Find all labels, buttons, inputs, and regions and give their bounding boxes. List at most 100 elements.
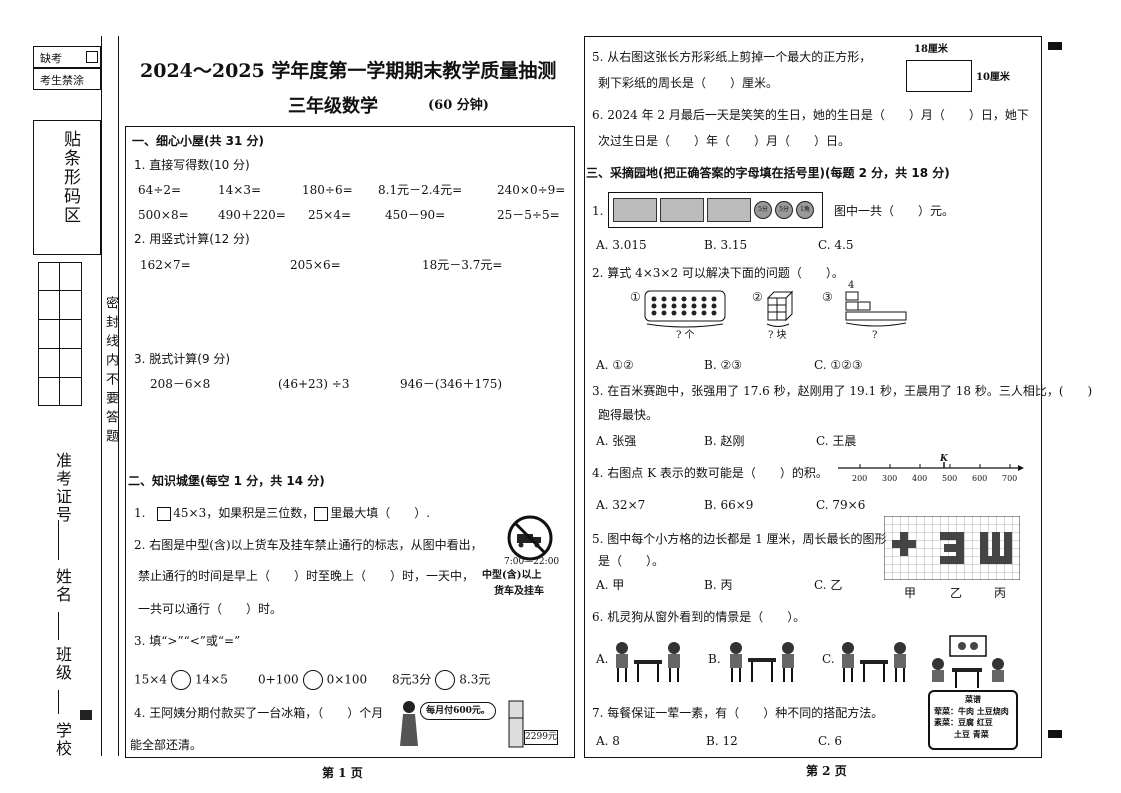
compare-circle[interactable] bbox=[302, 670, 323, 690]
no-smear-label: 考生禁涂 bbox=[40, 74, 84, 87]
woman-icon bbox=[400, 701, 418, 746]
option[interactable]: B. 3.15 bbox=[704, 238, 748, 252]
sec2-q2-l2: 禁止通行的时间是早上（ ）时至晚上（ ）时，一天中， bbox=[138, 569, 475, 583]
registration-mark bbox=[1048, 730, 1062, 738]
seal-notice: 密封线内不要答题 bbox=[103, 296, 118, 448]
name-label: 姓名 bbox=[53, 568, 72, 604]
option[interactable]: B. 丙 bbox=[704, 578, 733, 592]
page-subtitle: 三年级数学 bbox=[288, 96, 378, 117]
scene-a-icon bbox=[616, 642, 680, 682]
option[interactable]: A. ①② bbox=[596, 358, 634, 372]
vertical-calc: 162×7= bbox=[140, 258, 191, 272]
right-page-frame bbox=[584, 36, 1042, 758]
square-grid-figure bbox=[884, 516, 1020, 580]
option[interactable]: B. bbox=[708, 652, 721, 666]
option[interactable]: B. ②③ bbox=[704, 358, 742, 372]
class-line bbox=[58, 690, 59, 714]
k-label: K bbox=[940, 454, 948, 464]
name-line bbox=[58, 612, 59, 640]
menu-line: 素菜：豆腐 红豆 bbox=[934, 717, 993, 728]
price-tag: 2299元 bbox=[524, 730, 558, 745]
tick-label: 500 bbox=[942, 474, 958, 483]
calc-item: 450－90= bbox=[385, 208, 446, 222]
money-strip: 5分 5分 1角 bbox=[608, 192, 823, 228]
option[interactable]: B. 66×9 bbox=[704, 498, 754, 512]
paper-rectangle bbox=[906, 60, 972, 92]
option[interactable]: A. 8 bbox=[596, 734, 620, 748]
sec3-q5-l2: 是（ ）。 bbox=[598, 554, 665, 568]
sec3-q2: 2. 算式 4×3×2 可以解决下面的问题（ ）。 bbox=[592, 266, 844, 280]
duration: (60 分钟) bbox=[428, 98, 489, 113]
q2-mark: ② bbox=[752, 290, 763, 304]
step-calc: (46+23) ÷3 bbox=[278, 377, 350, 391]
option[interactable]: B. 赵刚 bbox=[704, 434, 745, 448]
black-marker bbox=[80, 710, 92, 720]
dot-grid-icon bbox=[644, 290, 726, 328]
registration-mark bbox=[1048, 42, 1062, 50]
q2-caption: ? 个 bbox=[676, 330, 695, 341]
option[interactable]: A. 甲 bbox=[596, 578, 625, 592]
calc-item: 500×8= bbox=[138, 208, 189, 222]
calc-item: 8.1元－2.4元= bbox=[378, 183, 463, 197]
sec2-title: 二、知识城堡(每空 1 分，共 14 分) bbox=[128, 474, 325, 488]
option[interactable]: C. ①②③ bbox=[814, 358, 863, 372]
sec2-q4-l2: 能全部还清。 bbox=[130, 738, 203, 752]
coin-icon: 1角 bbox=[796, 201, 814, 219]
class-label: 班级 bbox=[53, 646, 72, 682]
vertical-calc: 205×6= bbox=[290, 258, 341, 272]
scene-c-icon bbox=[842, 642, 906, 682]
grid-lines bbox=[38, 262, 82, 406]
sec2-q6-l1: 6. 2024 年 2 月最后一天是笑笑的生日，她的生日是（ ）月（ ）日，她下 bbox=[592, 108, 1029, 122]
option[interactable]: A. 32×7 bbox=[596, 498, 646, 512]
tick-label: 300 bbox=[882, 474, 898, 483]
figure-label: 丙 bbox=[994, 586, 1007, 600]
sec2-q5-l2: 剩下彩纸的周长是（ ）厘米。 bbox=[598, 76, 779, 90]
absent-box: 缺考 bbox=[33, 46, 101, 68]
option[interactable]: A. 3.015 bbox=[596, 238, 647, 252]
banknote-icon bbox=[707, 198, 751, 222]
coin-icon: 5分 bbox=[775, 201, 793, 219]
barcode-box bbox=[33, 120, 101, 255]
scene-b-icon bbox=[730, 642, 794, 682]
window-scene-icon bbox=[932, 635, 1004, 688]
sec3-q3-l1: 3. 在百米赛跑中，张强用了 17.6 秒，赵刚用了 19.1 秒，王晨用了 1… bbox=[592, 384, 1093, 398]
absent-label: 缺考 bbox=[40, 52, 62, 65]
banknote-icon bbox=[613, 198, 657, 222]
absent-checkbox[interactable] bbox=[86, 51, 98, 63]
q2-caption: ? bbox=[872, 330, 878, 341]
tick-label: 200 bbox=[852, 474, 868, 483]
number-line bbox=[838, 462, 1024, 471]
binding-strip: 缺考 考生禁涂 贴条形码区 密封线内不要答题 准考证号 姓名 班级 学校 bbox=[0, 0, 125, 793]
coin-icon: 5分 bbox=[754, 201, 772, 219]
sign-caption-2: 货车及挂车 bbox=[494, 586, 544, 597]
sec2-q3: 3. 填“>”“<”或“=” bbox=[134, 634, 241, 648]
sec2-q5-l1: 5. 从右图这张长方形彩纸上剪掉一个最大的正方形， bbox=[592, 50, 872, 64]
option[interactable]: C. 6 bbox=[818, 734, 843, 748]
no-smear-box: 考生禁涂 bbox=[33, 68, 101, 90]
option[interactable]: C. 79×6 bbox=[816, 498, 866, 512]
compare-circle[interactable] bbox=[435, 670, 456, 690]
option[interactable]: A. bbox=[596, 652, 609, 666]
bar-model-icon bbox=[845, 291, 907, 327]
option[interactable]: A. 张强 bbox=[596, 434, 637, 448]
calc-item: 180÷6= bbox=[302, 183, 353, 197]
q2-mark: ③ bbox=[822, 290, 833, 304]
menu-card: 菜谱 荤菜：牛肉 土豆烧肉 素菜：豆腐 红豆 土豆 青菜 bbox=[928, 690, 1018, 750]
option[interactable]: C. 乙 bbox=[814, 578, 843, 592]
tick-label: 600 bbox=[972, 474, 988, 483]
school-label: 学校 bbox=[53, 722, 72, 758]
figure-label: 乙 bbox=[950, 586, 963, 600]
sign-caption-1: 中型(含)以上 bbox=[482, 570, 542, 581]
page-number-2: 第 2 页 bbox=[806, 764, 847, 778]
option[interactable]: C. 4.5 bbox=[818, 238, 854, 252]
sec3-q5-l1: 5. 图中每个小方格的边长都是 1 厘米，周长最长的图形 bbox=[592, 532, 887, 546]
calc-item: 25×4= bbox=[308, 208, 352, 222]
sec3-q7: 7. 每餐保证一荤一素，有（ ）种不同的搭配方法。 bbox=[592, 706, 884, 720]
option[interactable]: C. bbox=[822, 652, 835, 666]
compare-circle[interactable] bbox=[170, 670, 191, 690]
calc-item: 64÷2= bbox=[138, 183, 182, 197]
option[interactable]: B. 12 bbox=[706, 734, 738, 748]
option[interactable]: C. 王晨 bbox=[816, 434, 857, 448]
sec1-p2-title: 2. 用竖式计算(12 分) bbox=[134, 232, 250, 246]
menu-line: 荤菜：牛肉 土豆烧肉 bbox=[934, 705, 1009, 716]
